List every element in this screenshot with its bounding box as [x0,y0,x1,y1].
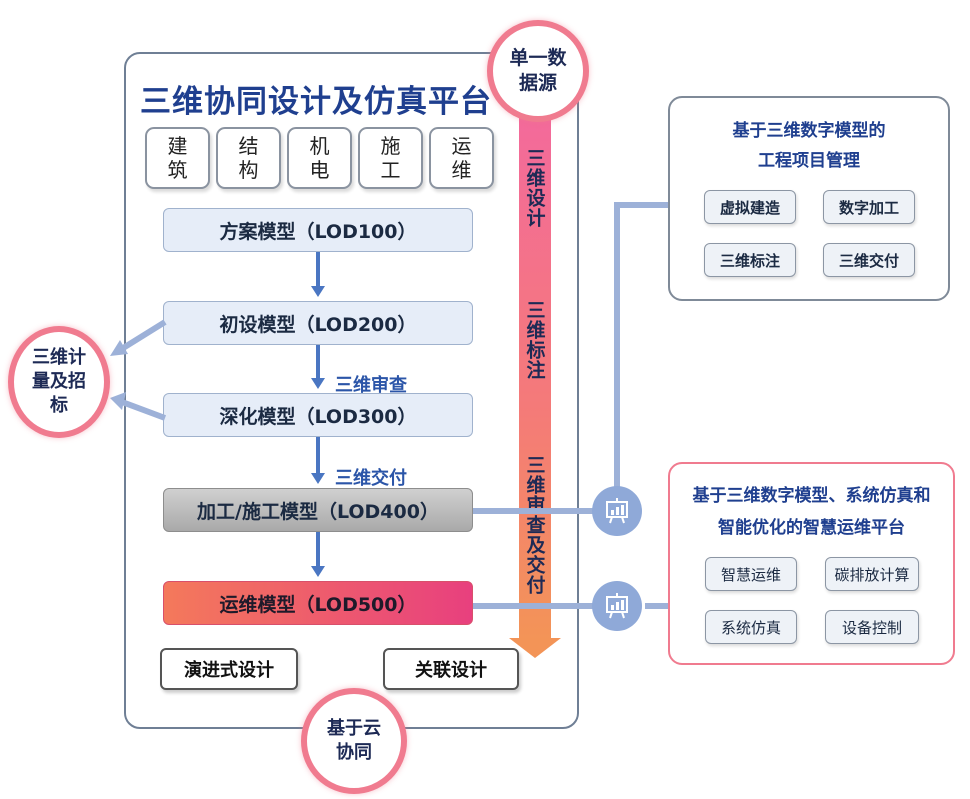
discipline-label: 施工 [380,134,401,182]
model-lod100[interactable]: 方案模型（LOD100） [163,208,473,252]
connector-to-pm [614,202,680,208]
discipline-mep[interactable]: 机电 [287,127,352,189]
model-lod200[interactable]: 初设模型（LOD200） [163,301,473,345]
evolutionary-design-button[interactable]: 演进式设计 [160,648,298,690]
platform-title: 三维协同设计及仿真平台 [140,84,492,120]
chip-carbon-calculation[interactable]: 碳排放计算 [825,557,919,591]
title-line: 工程项目管理 [758,151,860,171]
chip-virtual-construction[interactable]: 虚拟建造 [704,190,796,224]
title-line: 智能优化的智慧运维平台 [718,518,905,538]
badge-label: 基于云协同 [327,718,381,763]
discipline-architecture[interactable]: 建筑 [145,127,210,189]
connector-lod500 [473,603,595,609]
model-lod300[interactable]: 深化模型（LOD300） [163,393,473,437]
chip-smart-om[interactable]: 智慧运维 [705,557,797,591]
process-bar-arrowhead [509,638,561,658]
badge-label: 单一数据源 [509,47,567,94]
title-line: 基于三维数字模型、系统仿真和 [692,486,931,506]
bill-connectors [110,319,167,421]
chip-digital-fabrication[interactable]: 数字加工 [823,190,915,224]
connector-to-om [645,603,679,609]
model-lod400[interactable]: 加工/施工模型（LOD400） [163,488,473,532]
bar-label-annotation: 三维标注 [523,299,546,380]
badge-single-data-source: 单一数据源 [487,20,589,122]
badge-label: 三维计量及招标 [32,347,86,416]
discipline-label: 运维 [451,134,472,182]
flow-arrow-line [316,345,320,378]
flow-arrow-head [311,286,325,297]
model-lod500[interactable]: 运维模型（LOD500） [163,581,473,625]
associative-design-button[interactable]: 关联设计 [383,648,519,690]
discipline-construction[interactable]: 施工 [358,127,423,189]
chip-3d-delivery[interactable]: 三维交付 [823,243,915,277]
discipline-label: 建筑 [167,134,188,182]
flow-arrow-head [311,473,325,484]
bar-label-review-delivery: 三维审查及交付 [523,455,546,595]
badge-cloud-collaboration: 基于云协同 [301,688,407,794]
presentation-board-icon [592,581,642,631]
flow-arrow-head [311,566,325,577]
connector-lod400 [473,508,595,514]
connector-vertical [614,202,620,487]
discipline-structure[interactable]: 结构 [216,127,281,189]
flow-arrow-head [311,378,325,389]
smart-om-title: 基于三维数字模型、系统仿真和 智能优化的智慧运维平台 [668,480,955,544]
flow-arrow-line [316,252,320,286]
project-management-title: 基于三维数字模型的 工程项目管理 [668,116,950,176]
badge-3d-quantity-bidding: 三维计量及招标 [8,326,110,438]
title-line: 基于三维数字模型的 [732,121,886,141]
flow-arrow-line [316,437,320,473]
discipline-label: 结构 [238,134,259,182]
presentation-board-icon [592,486,642,536]
flow-arrow-line [316,532,320,566]
chip-equipment-control[interactable]: 设备控制 [825,610,919,644]
step-label-delivery: 三维交付 [335,468,407,489]
bar-label-design: 三维设计 [523,147,546,228]
chip-system-simulation[interactable]: 系统仿真 [705,610,797,644]
discipline-operation[interactable]: 运维 [429,127,494,189]
discipline-label: 机电 [309,134,330,182]
chip-3d-annotation[interactable]: 三维标注 [704,243,796,277]
process-bar [519,118,551,640]
step-label-review: 三维审查 [335,375,407,396]
